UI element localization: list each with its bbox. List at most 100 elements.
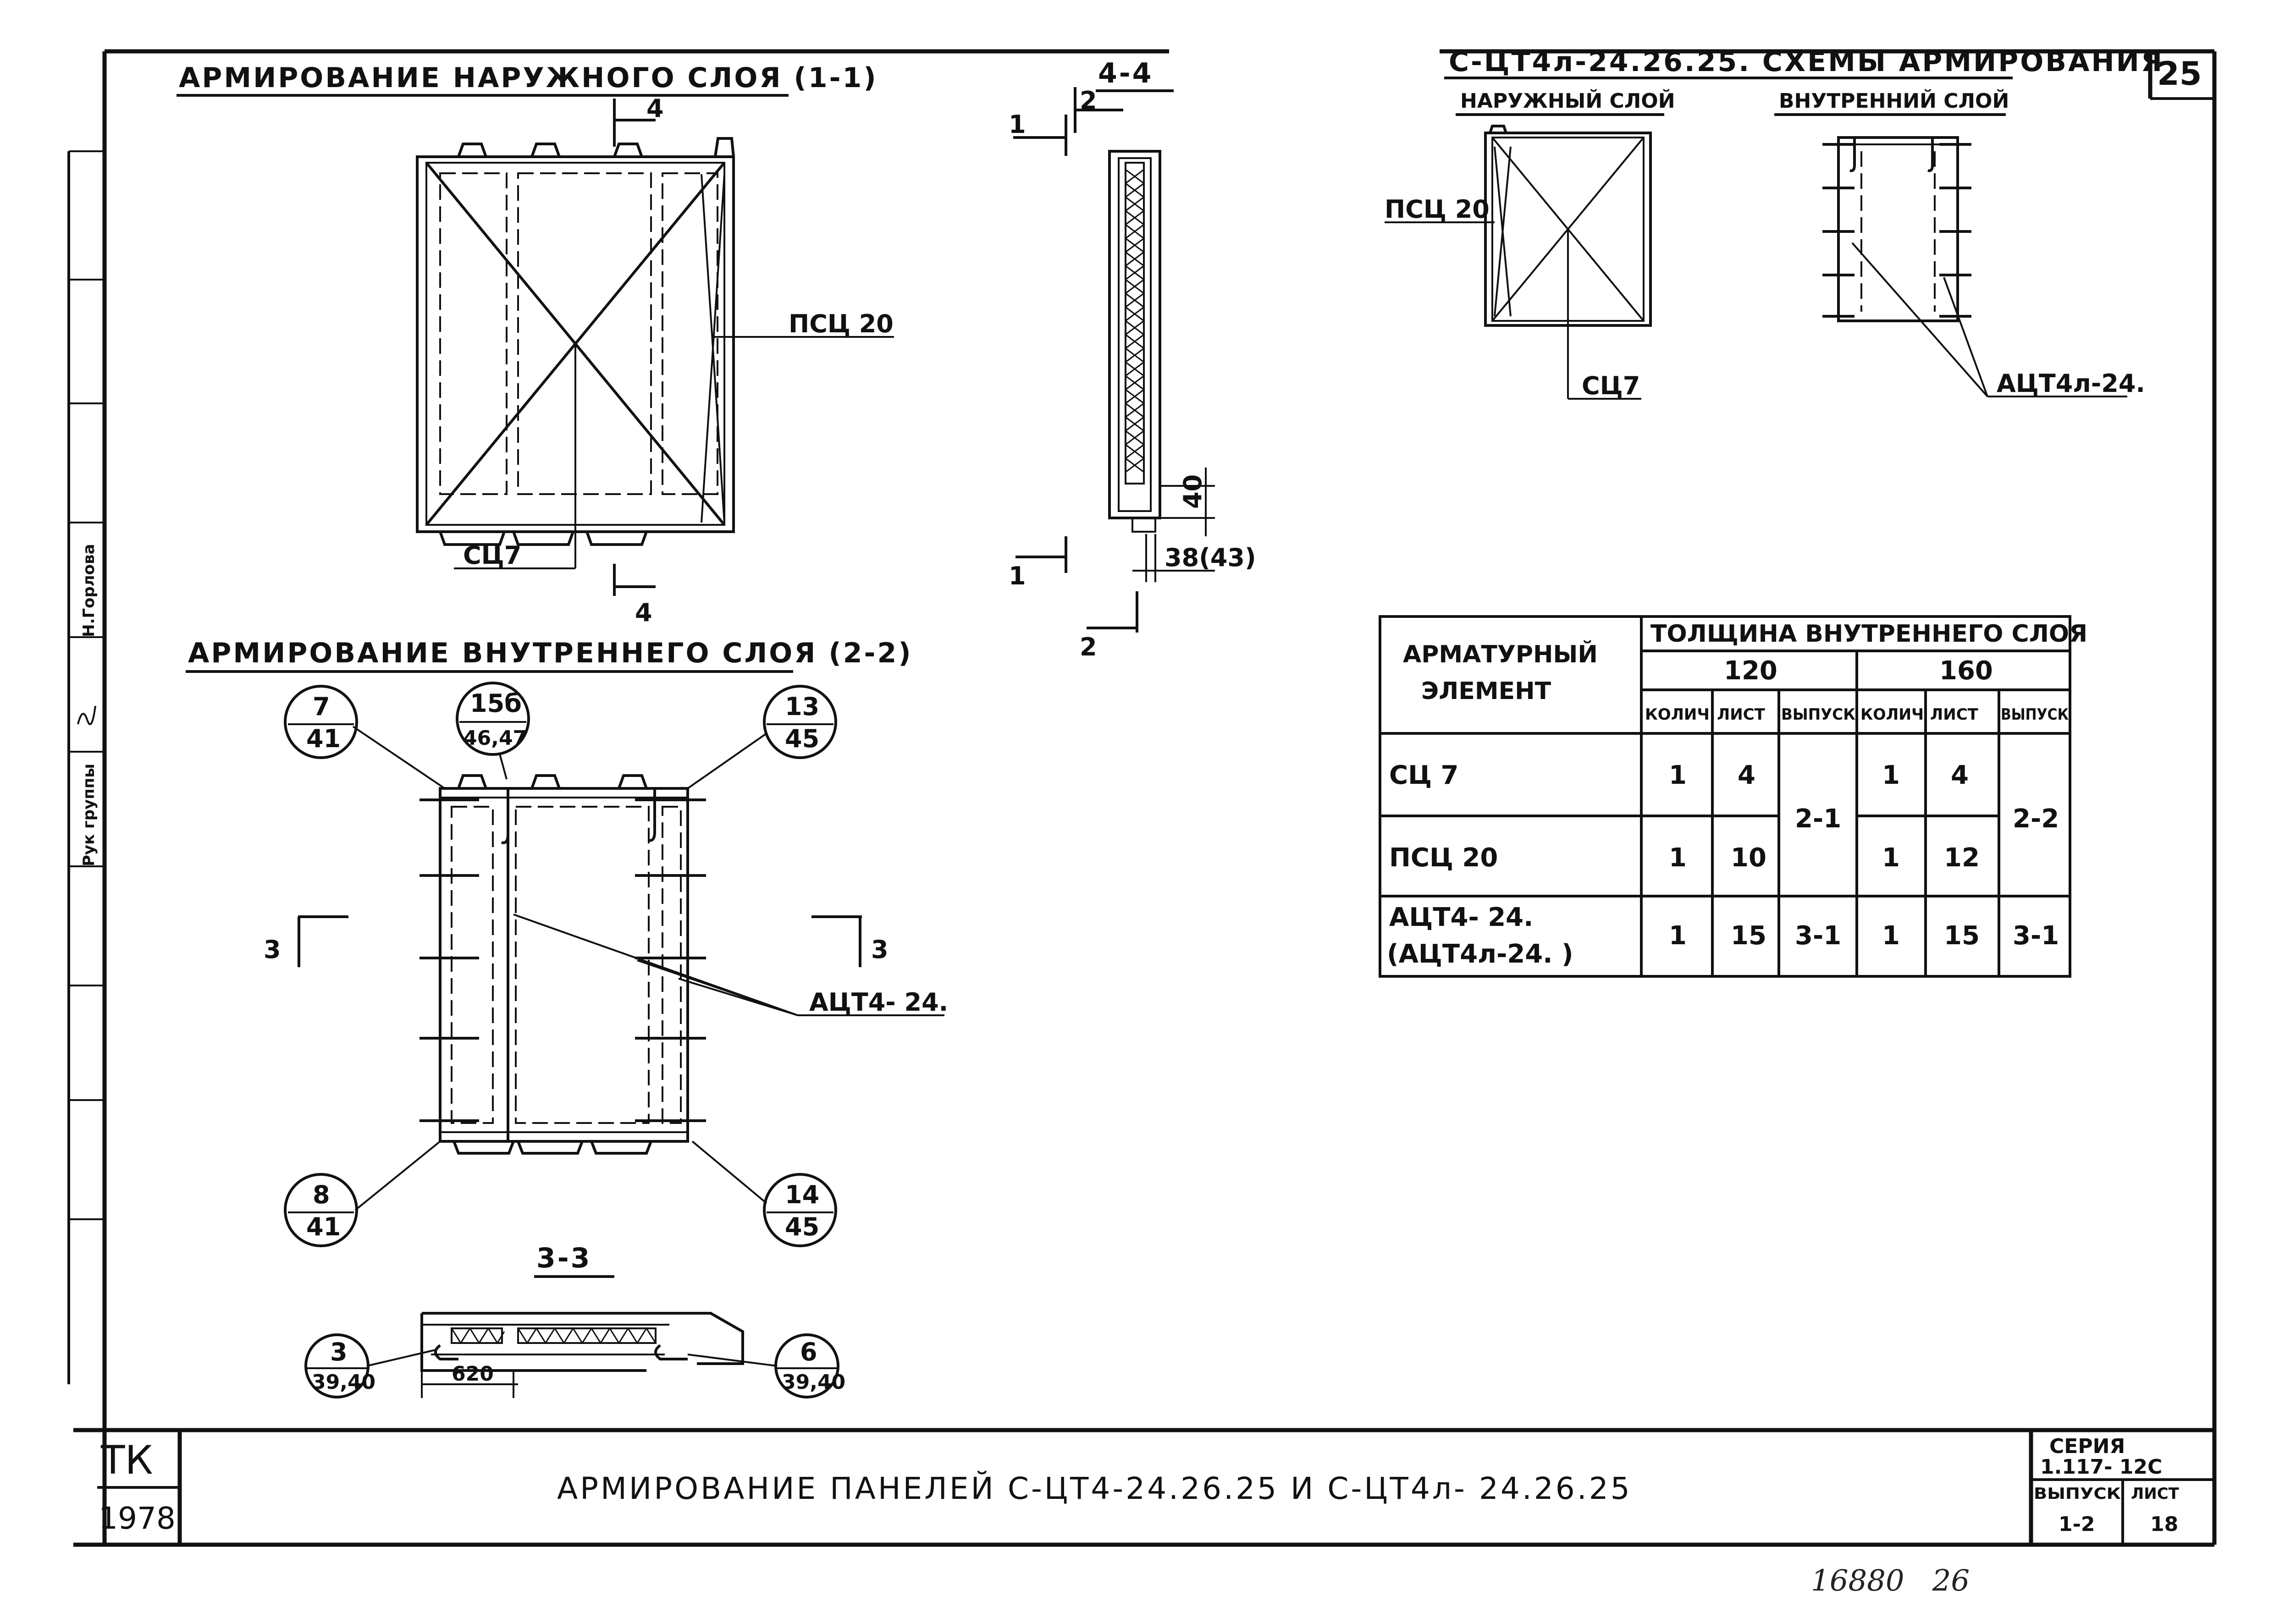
section-4-4: 4-4 2 1 40 38(43) 1 2 xyxy=(1009,57,1256,661)
reinforcement-table: АРМАТУРНЫЙ ЭЛЕМЕНТ ТОЛЩИНА ВНУТРЕННЕГО С… xyxy=(1379,615,2087,978)
svg-text:45: 45 xyxy=(785,724,819,753)
section-44-cut2-bottom: 2 xyxy=(1080,633,1097,661)
frame-year: 1978 xyxy=(99,1501,176,1536)
table-row1-qty2: 1 xyxy=(1882,760,1900,790)
bubble-6-3940: 6 39,40 xyxy=(687,1333,845,1398)
signature-name: Н.Горлова xyxy=(80,544,98,637)
section-44-cut2-top: 2 xyxy=(1080,86,1097,115)
table-row3-sheet2: 15 xyxy=(1944,921,1980,951)
svg-text:39,40: 39,40 xyxy=(312,1371,375,1394)
svg-text:41: 41 xyxy=(306,1212,341,1241)
table-row2-qty1: 1 xyxy=(1669,843,1687,873)
outer-label-psc: ПСЦ 20 xyxy=(789,309,894,338)
outer-layer-view: АРМИРОВАНИЕ НАРУЖНОГО СЛОЯ (1-1) 4 4 ПСЦ… xyxy=(177,62,894,627)
schemes-inner-title: ВНУТРЕННИЙ СЛОЙ xyxy=(1779,88,2009,113)
table-row2-sheet2: 12 xyxy=(1944,843,1980,873)
schemes-outer-title: НАРУЖНЫЙ СЛОЙ xyxy=(1460,88,1675,113)
bubble-7-41: 7 41 xyxy=(284,685,446,789)
svg-text:39,40: 39,40 xyxy=(782,1371,845,1394)
stamp-sheet-value: 18 xyxy=(2150,1513,2178,1536)
svg-text:8: 8 xyxy=(313,1180,330,1209)
main-title: АРМИРОВАНИЕ ПАНЕЛЕЙ С-ЦТ4-24.26.25 И С-Ц… xyxy=(557,1470,1632,1506)
section-44-cut1-bottom: 1 xyxy=(1009,562,1026,590)
inner-cut-left: 3 xyxy=(264,935,281,964)
table-thickness-160: 160 xyxy=(1939,656,1993,686)
table-sub-sheet-2: ЛИСТ xyxy=(1930,705,1979,724)
scheme-label-act: АЦТ4л-24. xyxy=(1997,369,2145,398)
bubble-8-41: 8 41 xyxy=(284,1140,441,1247)
signature-scribble xyxy=(77,705,96,726)
outer-layer-title: АРМИРОВАНИЕ НАРУЖНОГО СЛОЯ (1-1) xyxy=(179,62,878,94)
table-row1-sheet2: 4 xyxy=(1951,760,1969,790)
stamp-series-value: 1.117- 12С xyxy=(2040,1455,2162,1479)
bubble-15b-4647: 15б 46,47 xyxy=(456,682,530,780)
bubble-13-45: 13 45 xyxy=(687,685,837,789)
section-33-title: 3-3 xyxy=(536,1242,591,1274)
table-row3-issue2: 3-1 xyxy=(2013,921,2059,951)
table-row2-element: ПСЦ 20 xyxy=(1389,843,1498,873)
signature-column: Рук группы Н.Горлова xyxy=(67,150,106,1384)
table-col-thickness: ТОЛЩИНА ВНУТРЕННЕГО СЛОЯ xyxy=(1650,620,2087,648)
table-row2-qty2: 1 xyxy=(1882,843,1900,873)
table-row3-sheet1: 15 xyxy=(1731,921,1766,951)
table-row1-qty1: 1 xyxy=(1669,760,1687,790)
stamp-issue-label: ВЫПУСК xyxy=(2034,1485,2121,1503)
scheme-label-psc: ПСЦ 20 xyxy=(1385,195,1490,224)
section-44-dim-40: 40 xyxy=(1178,474,1207,509)
reinforcement-schemes: С-ЦТ4л-24.26.25. СХЕМЫ АРМИРОВАНИЯ НАРУЖ… xyxy=(1385,46,2164,400)
signature-role: Рук группы xyxy=(80,764,98,866)
frame-code: ТК xyxy=(100,1437,153,1483)
svg-text:13: 13 xyxy=(785,692,819,721)
outer-cut-top: 4 xyxy=(646,94,664,123)
table-sub-issue-2: ВЫПУСК xyxy=(2001,705,2069,724)
table-row2-sheet1: 10 xyxy=(1731,843,1766,873)
section-33-dim-620: 620 xyxy=(452,1362,494,1386)
section-33-insulation-hatch xyxy=(451,1327,657,1344)
table-thickness-120: 120 xyxy=(1724,656,1777,686)
section-44-dim-38: 38(43) xyxy=(1165,543,1256,572)
inner-cut-right: 3 xyxy=(871,935,889,964)
stamp-series-label: СЕРИЯ xyxy=(2049,1435,2125,1458)
section-44-title: 4-4 xyxy=(1098,57,1153,89)
inner-layer-view: АРМИРОВАНИЕ ВНУТРЕННЕГО СЛОЯ (2-2) АЦТ4-… xyxy=(186,637,948,1247)
handwritten-number: 16880 26 xyxy=(1811,1564,1970,1598)
svg-text:15б: 15б xyxy=(470,689,522,718)
section-3-3: 3-3 620 3 39,40 6 39,40 xyxy=(304,1242,845,1398)
table-row1-sheet1: 4 xyxy=(1738,760,1755,790)
table-merged-issue-2: 2-2 xyxy=(2013,804,2059,834)
table-merged-issue-1: 2-1 xyxy=(1795,804,1841,834)
table-col-element-1: АРМАТУРНЫЙ xyxy=(1403,640,1598,668)
outer-cut-bottom: 4 xyxy=(635,598,652,627)
svg-text:7: 7 xyxy=(313,692,330,721)
table-sub-sheet-1: ЛИСТ xyxy=(1717,705,1766,724)
section-44-insulation-hatch xyxy=(1125,162,1145,484)
schemes-title: С-ЦТ4л-24.26.25. СХЕМЫ АРМИРОВАНИЯ xyxy=(1449,46,2164,78)
svg-text:41: 41 xyxy=(306,724,341,753)
table-sub-qty-2: КОЛИЧ xyxy=(1860,705,1924,724)
table-sub-qty-1: КОЛИЧ. xyxy=(1645,705,1716,724)
section-44-cut1-top: 1 xyxy=(1009,110,1026,139)
stamp-sheet-label: ЛИСТ xyxy=(2131,1485,2180,1503)
table-col-element-2: ЭЛЕМЕНТ xyxy=(1421,677,1551,705)
table-sub-issue-1: ВЫПУСК xyxy=(1781,705,1855,724)
svg-text:46,47: 46,47 xyxy=(463,727,527,750)
table-row3-element: АЦТ4- 24. xyxy=(1389,903,1533,932)
bubble-14-45: 14 45 xyxy=(691,1140,837,1247)
bubble-3-3940: 3 39,40 xyxy=(304,1333,436,1398)
svg-text:14: 14 xyxy=(785,1180,819,1209)
outer-label-sc: СЦ7 xyxy=(463,541,521,570)
svg-text:3: 3 xyxy=(330,1338,348,1366)
table-row3-issue1: 3-1 xyxy=(1795,921,1841,951)
inner-label-act: АЦТ4- 24. xyxy=(809,988,948,1017)
table-row3-qty1: 1 xyxy=(1669,921,1687,951)
table-row1-element: СЦ 7 xyxy=(1389,760,1459,790)
table-row3-element-alt: (АЦТ4л-24. ) xyxy=(1387,939,1573,969)
sheet-number: 25 xyxy=(2157,55,2202,93)
svg-text:6: 6 xyxy=(800,1338,817,1366)
scheme-label-sc: СЦ7 xyxy=(1582,371,1640,400)
stamp-issue-value: 1-2 xyxy=(2059,1513,2095,1536)
svg-text:45: 45 xyxy=(785,1212,819,1241)
inner-layer-title: АРМИРОВАНИЕ ВНУТРЕННЕГО СЛОЯ (2-2) xyxy=(188,637,913,669)
table-row3-qty2: 1 xyxy=(1882,921,1900,951)
